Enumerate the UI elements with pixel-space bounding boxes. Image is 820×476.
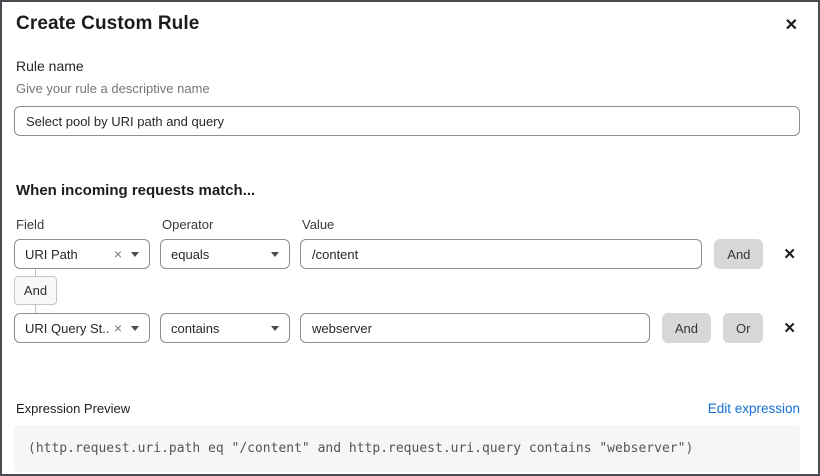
expression-preview-label: Expression Preview: [16, 401, 131, 416]
column-labels: Field Operator Value: [14, 217, 800, 232]
connector: And: [14, 269, 800, 313]
clear-selection-icon[interactable]: ×: [113, 320, 122, 336]
field-column-label: Field: [16, 217, 45, 232]
condition-row: URI Query St... × contains And Or ✕: [14, 313, 800, 343]
field-select-value: URI Query St...: [25, 320, 110, 336]
value-input[interactable]: [300, 313, 650, 343]
rule-name-hint: Give your rule a descriptive name: [16, 81, 210, 96]
value-input[interactable]: [300, 239, 703, 269]
chevron-down-icon: [131, 251, 139, 257]
matcher-heading: When incoming requests match...: [16, 182, 256, 199]
operator-select[interactable]: equals: [160, 239, 290, 269]
operator-select-value: contains: [171, 320, 220, 336]
connector-line: [35, 305, 36, 313]
connector-line: [35, 269, 36, 276]
expression-preview-header: Expression Preview Edit expression: [14, 401, 800, 416]
and-button[interactable]: And: [661, 313, 711, 343]
or-button[interactable]: Or: [722, 313, 764, 343]
close-icon[interactable]: ✕: [783, 14, 800, 38]
operator-select-value: equals: [171, 246, 210, 262]
chevron-down-icon: [271, 251, 279, 257]
edit-expression-link[interactable]: Edit expression: [707, 401, 800, 416]
field-select-value: URI Path: [25, 246, 78, 262]
chevron-down-icon: [271, 325, 279, 331]
rule-name-input[interactable]: [14, 106, 800, 136]
operator-select[interactable]: contains: [160, 313, 290, 343]
connector-and-badge: And: [14, 276, 57, 305]
chevron-down-icon: [131, 325, 139, 331]
clear-selection-icon[interactable]: ×: [113, 246, 122, 262]
field-select[interactable]: URI Query St... ×: [14, 313, 150, 343]
field-select[interactable]: URI Path ×: [14, 239, 150, 269]
condition-row: URI Path × equals And ✕: [14, 239, 800, 269]
dialog-header: Create Custom Rule ✕: [14, 2, 800, 38]
expression-code: (http.request.uri.path eq "/content" and…: [14, 425, 800, 472]
rule-name-label: Rule name: [16, 58, 84, 74]
value-column-label: Value: [302, 217, 335, 232]
and-button[interactable]: And: [714, 239, 764, 269]
delete-row-icon[interactable]: ✕: [779, 245, 800, 264]
dialog-title: Create Custom Rule: [16, 13, 200, 34]
operator-column-label: Operator: [162, 217, 214, 232]
delete-row-icon[interactable]: ✕: [779, 319, 800, 338]
